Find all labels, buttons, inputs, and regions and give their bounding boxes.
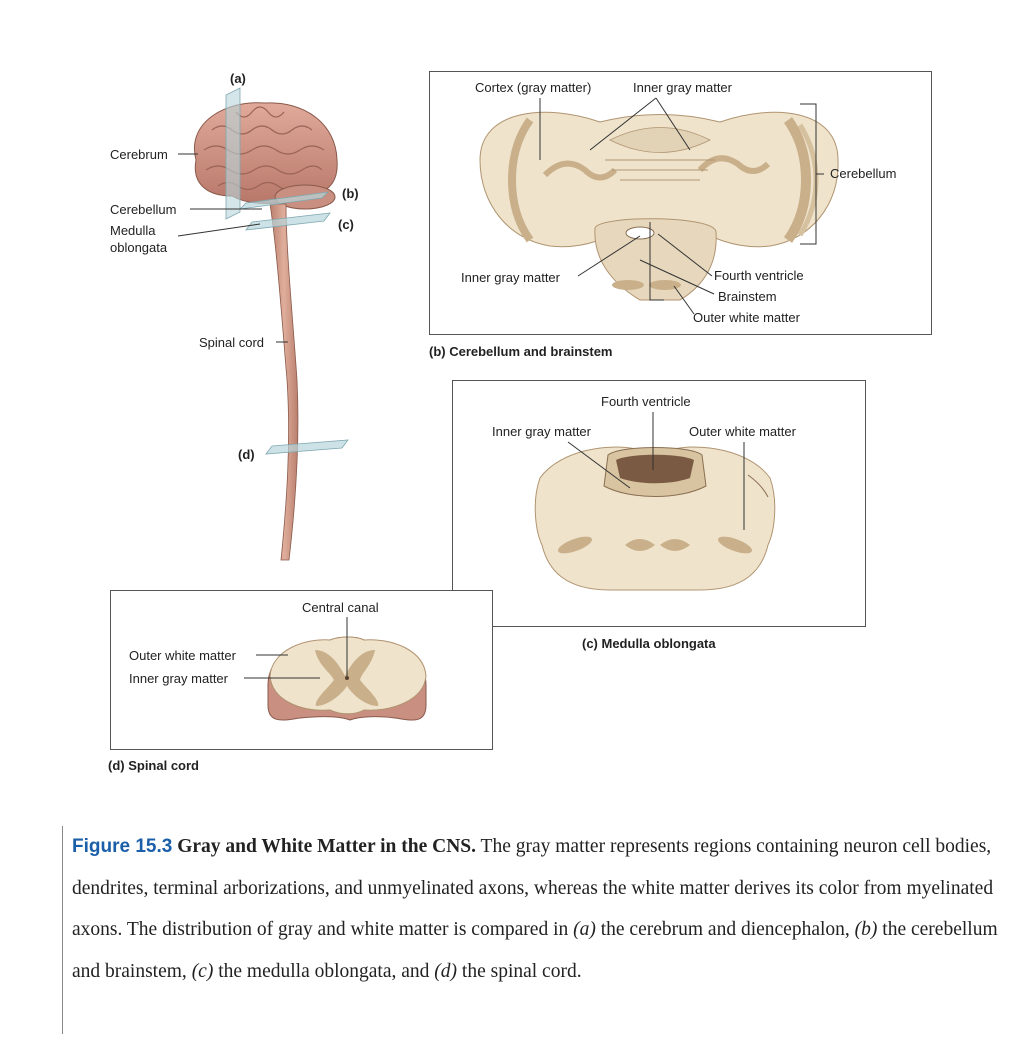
cut-plane-a	[225, 87, 241, 220]
caption-text-4: the medulla oblongata, and	[213, 960, 435, 982]
spinal-cord-label: Spinal cord	[199, 335, 265, 350]
panel-b-leaders	[539, 97, 715, 315]
figure-number: Figure 15.3	[72, 836, 173, 857]
inner-gray-left-label: Inner gray matter	[461, 270, 560, 285]
cortex-label: Cortex (gray matter)	[475, 80, 592, 95]
caption-ref-c: (c)	[191, 960, 214, 982]
spinal-cord-shape	[269, 203, 299, 561]
inner-gray-d-label: Inner gray matter	[129, 671, 228, 686]
cerebellum-section	[479, 111, 839, 248]
outer-white-b-label: Outer white matter	[693, 310, 800, 325]
cut-plane-b	[238, 191, 330, 210]
caption-ref-d: (d)	[434, 960, 458, 982]
panel-b-title: (b) Cerebellum and brainstem	[429, 344, 613, 359]
medulla-label-line2: oblongata	[110, 240, 168, 255]
outer-white-c-label: Outer white matter	[689, 424, 796, 439]
medulla-label-line1: Medulla	[110, 223, 156, 238]
caption-text-5: the spinal cord.	[457, 960, 582, 982]
inner-gray-c-label: Inner gray matter	[492, 424, 591, 439]
brainstem-label: Brainstem	[718, 289, 777, 304]
panel-d-title: (d) Spinal cord	[108, 758, 199, 773]
brainstem-section	[594, 218, 717, 301]
plane-d-tag: (d)	[238, 447, 255, 462]
caption-text-3: the cerebellum and brainstem,	[72, 919, 998, 982]
inner-gray-top-label: Inner gray matter	[633, 80, 732, 95]
plane-c-tag: (c)	[338, 217, 354, 232]
cut-plane-c	[245, 212, 331, 231]
panel-c-title: (c) Medulla oblongata	[582, 636, 716, 651]
fourth-ventricle-b-label: Fourth ventricle	[714, 268, 804, 283]
fourth-ventricle-c-label: Fourth ventricle	[601, 394, 691, 409]
panel-a-leaders	[177, 153, 288, 343]
plane-b-tag: (b)	[342, 186, 359, 201]
central-canal-label: Central canal	[302, 600, 379, 615]
spinal-cord-section	[267, 636, 427, 721]
caption-ref-b: (b)	[854, 919, 878, 940]
cerebellum-label: Cerebellum	[110, 202, 177, 217]
panel-a-tag: (a)	[230, 71, 246, 86]
caption-text-2: the cerebrum and diencephalon,	[595, 919, 855, 940]
medulla-section	[534, 446, 776, 591]
caption-text-1: The gray matter represents regions conta…	[72, 836, 994, 940]
panel-c-leaders	[567, 412, 745, 530]
cerebellum-b-label: Cerebellum	[830, 166, 897, 181]
figure-title: Gray and White Matter in the CNS.	[177, 836, 477, 857]
cut-plane-d	[265, 439, 349, 455]
caption-ref-a: (a)	[573, 919, 596, 940]
panel-d-leaders	[244, 617, 348, 679]
cerebrum-label: Cerebrum	[110, 147, 168, 162]
outer-white-d-label: Outer white matter	[129, 648, 236, 663]
figure-caption: Figure 15.3 Gray and White Matter in the…	[62, 826, 1002, 1034]
